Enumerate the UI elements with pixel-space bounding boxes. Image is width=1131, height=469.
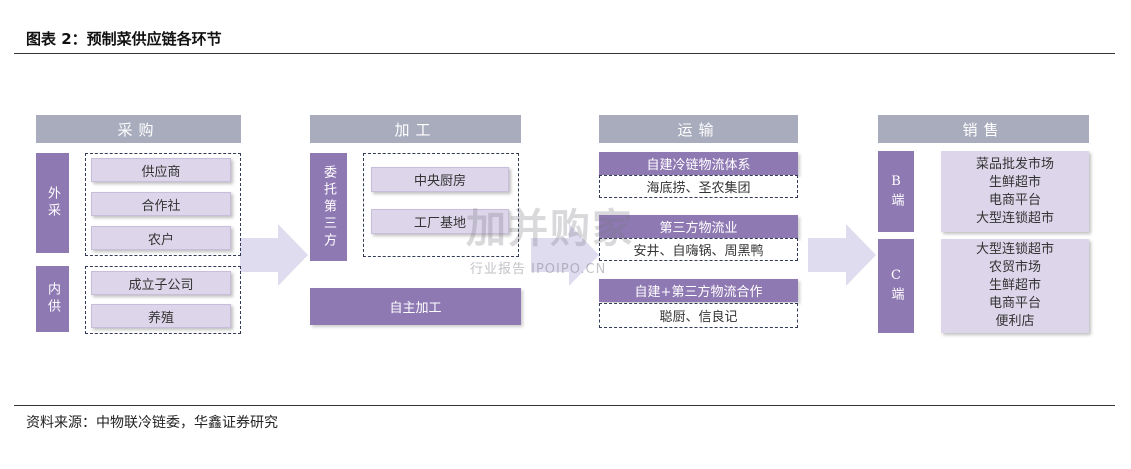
transport-examples: 安井、自嗨锅、周黑鸭 xyxy=(599,238,798,261)
watermark-text: 行业报告 IPOIPO.CN xyxy=(470,262,607,277)
section-header-sales: 销售 xyxy=(878,115,1089,143)
b-end-label: B端 xyxy=(878,151,914,232)
arrow-1-icon xyxy=(240,224,308,286)
top-rule xyxy=(14,53,1115,54)
transport-mode: 第三方物流业 xyxy=(599,215,798,238)
channel-item: 大型连锁超市 xyxy=(975,242,1054,257)
transport-examples: 聪厨、信良记 xyxy=(599,303,798,328)
channel-item: 生鲜超市 xyxy=(988,278,1041,293)
arrow-3-icon xyxy=(808,224,876,286)
b-end-channels: 菜品批发市场 生鲜超市 电商平台 大型连锁超市 xyxy=(941,151,1089,232)
transport-examples: 海底捞、圣农集团 xyxy=(599,175,798,198)
source-note: 资料来源：中物联冷链委，华鑫证券研究 xyxy=(26,415,278,431)
channel-item: 电商平台 xyxy=(988,296,1041,311)
internal-item: 养殖 xyxy=(91,304,231,328)
internal-item: 成立子公司 xyxy=(91,271,231,295)
commission-item: 工厂基地 xyxy=(371,209,509,234)
channel-item: 便利店 xyxy=(995,314,1035,329)
external-label: 外采 xyxy=(36,153,69,253)
commission-item: 中央厨房 xyxy=(371,167,509,192)
commission-group xyxy=(363,153,519,257)
section-header-procure: 采购 xyxy=(36,115,241,143)
internal-label: 内供 xyxy=(36,266,69,332)
self-process: 自主加工 xyxy=(310,288,521,325)
transport-mode: 自建冷链物流体系 xyxy=(599,152,798,175)
internal-group xyxy=(85,266,241,334)
external-item: 供应商 xyxy=(91,158,231,182)
commission-label: 委托第三方 xyxy=(310,153,347,261)
external-group xyxy=(85,153,241,256)
section-header-transport: 运输 xyxy=(599,115,798,143)
bottom-rule xyxy=(14,405,1115,406)
section-header-process: 加工 xyxy=(310,115,521,143)
channel-item: 菜品批发市场 xyxy=(975,156,1054,172)
c-end-label: C端 xyxy=(878,239,914,333)
c-end-channels: 大型连锁超市 农贸市场 生鲜超市 电商平台 便利店 xyxy=(941,239,1089,333)
channel-item: 大型连锁超市 xyxy=(975,210,1054,226)
channel-item: 生鲜超市 xyxy=(988,174,1041,190)
channel-item: 农贸市场 xyxy=(988,260,1041,275)
external-item: 合作社 xyxy=(91,192,231,216)
transport-mode: 自建+第三方物流合作 xyxy=(599,279,798,302)
channel-item: 电商平台 xyxy=(988,192,1041,208)
arrow-2-icon xyxy=(531,224,599,286)
external-item: 农户 xyxy=(91,226,231,250)
watermark-logo: 加并购家 xyxy=(466,206,634,252)
figure-title: 图表 2：预制菜供应链各环节 xyxy=(26,30,222,48)
